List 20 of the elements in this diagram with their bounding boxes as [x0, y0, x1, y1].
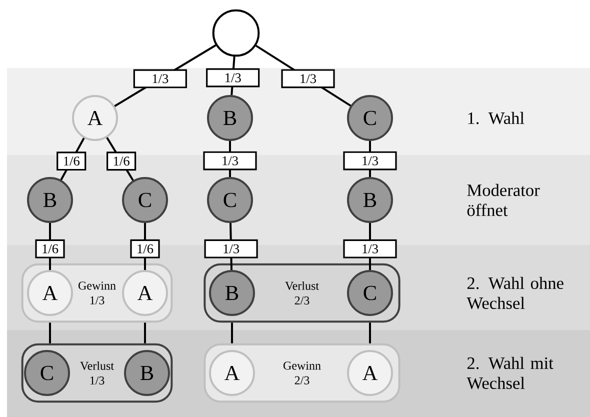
- probability-label: 1/3: [204, 239, 258, 258]
- start-circle: [212, 9, 260, 57]
- stage-label: 2. Wahl ohne Wechsel: [466, 276, 564, 310]
- probability-label: 1/3: [206, 68, 260, 88]
- connector-line: [369, 322, 371, 344]
- stage-label: 2. Wahl mit Wechsel: [466, 356, 554, 390]
- connector-line: [144, 322, 146, 344]
- probability-label: 1/6: [56, 152, 86, 171]
- probability-label: 1/3: [133, 69, 187, 88]
- probability-label: 1/6: [130, 239, 160, 258]
- probability-label: 1/6: [35, 239, 65, 258]
- stage-label: Moderator öffnet: [467, 184, 540, 216]
- probability-label: 1/3: [343, 239, 397, 258]
- connector-line: [49, 322, 51, 344]
- probability-label: 1/3: [281, 69, 335, 88]
- connector-line: [231, 322, 233, 344]
- probability-label: 1/6: [106, 152, 136, 171]
- probability-label: 1/3: [343, 151, 397, 170]
- stage-label: 1. Wahl: [468, 112, 524, 124]
- probability-label: 1/3: [203, 151, 257, 170]
